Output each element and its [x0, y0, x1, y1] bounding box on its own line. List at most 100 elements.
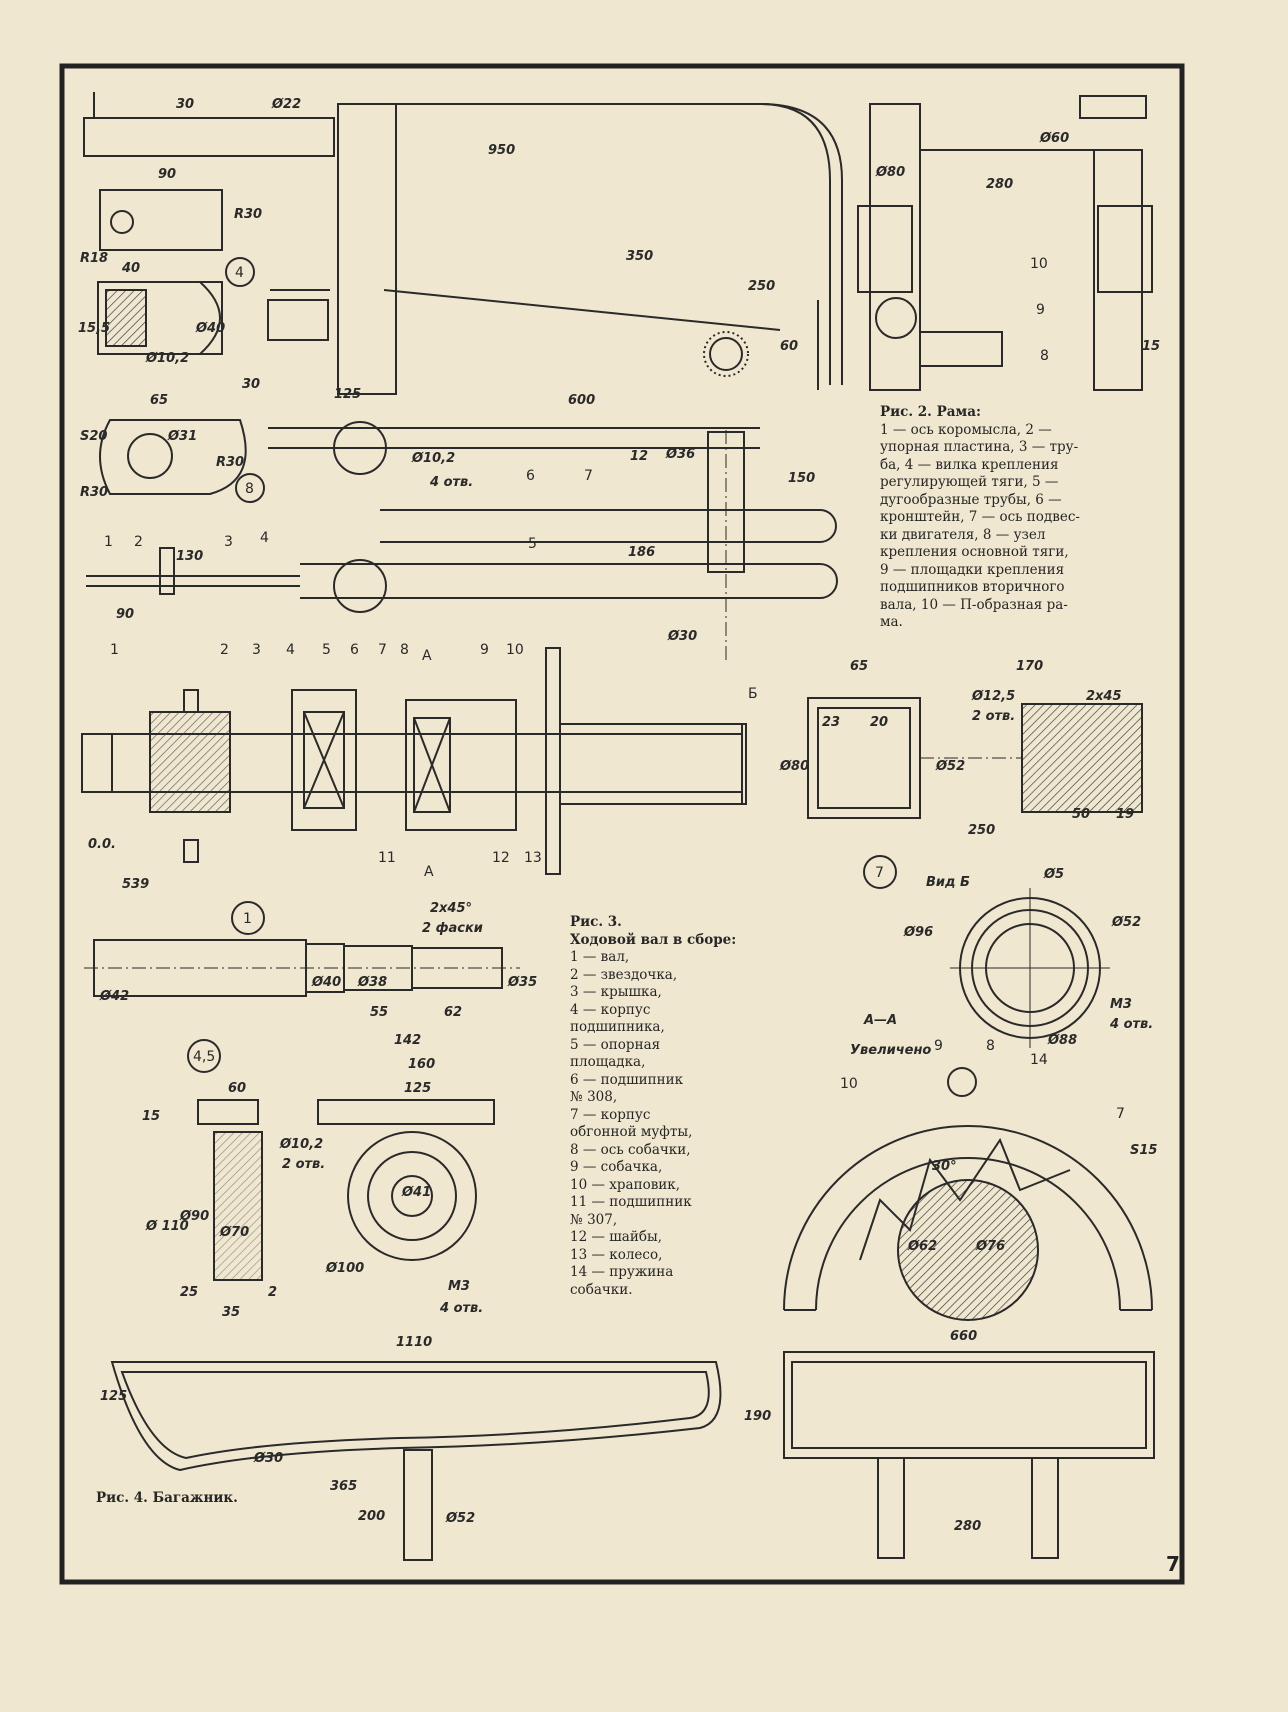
- dim-25: 25: [180, 1285, 198, 1300]
- dim-2-holes: 2 отв.: [972, 709, 1015, 724]
- dim-dia12-5: Ø12,5: [971, 689, 1015, 704]
- frame-side-view: [83, 92, 843, 395]
- fig2-line: ба, 4 — вилка крепления: [880, 456, 1059, 473]
- fig3-line: 10 — храповик,: [570, 1176, 681, 1193]
- dim-62: 62: [444, 1005, 462, 1020]
- dim-19: 19: [1116, 807, 1134, 822]
- dim-170: 170: [1016, 659, 1043, 674]
- dim-15-p45: 15: [142, 1109, 160, 1124]
- dim-280: 280: [986, 177, 1013, 192]
- dim-35: 35: [222, 1305, 240, 1320]
- fig3-caption: Рис. 3. Ходовой вал в сборе: 1 — вал, 2 …: [570, 914, 745, 1299]
- fig2-title: Рис. 2. Рама:: [880, 404, 981, 420]
- detail-marker-7: 7: [875, 865, 884, 881]
- dim-dia96: Ø96: [903, 925, 933, 940]
- dim-40: 40: [121, 261, 140, 276]
- shaft-part-12-label: 12: [492, 850, 510, 866]
- dim-4-holes-vb: 4 отв.: [1109, 1017, 1153, 1032]
- section-part-8: 8: [986, 1038, 995, 1054]
- dim-20: 20: [870, 715, 888, 730]
- shaft-part-7-label: 7: [378, 642, 387, 658]
- dim-60-p45: 60: [228, 1081, 246, 1096]
- fig3-line: 14 — пружина: [570, 1264, 674, 1280]
- view-mark-b: Б: [748, 686, 758, 702]
- dim-s15: S15: [1130, 1143, 1157, 1158]
- part-7-housing: [807, 697, 1143, 819]
- dim-250-p7: 250: [968, 823, 995, 838]
- page-number: 7: [1166, 1552, 1180, 1576]
- frame-part-10: 10: [1030, 256, 1048, 272]
- dim-365: 365: [330, 1479, 357, 1494]
- dim-15: 15: [1142, 339, 1160, 354]
- section-mark-a-bottom: А: [424, 864, 434, 880]
- dim-chamfer: 2x45°: [430, 901, 472, 916]
- dim-30b: 30: [242, 377, 260, 392]
- fig2-line: крепления основной тяги,: [880, 544, 1069, 560]
- section-a-a: [783, 1067, 1153, 1321]
- dim-30: 30: [176, 97, 194, 112]
- fig3-line: 7 — корпус: [570, 1106, 651, 1123]
- fig3-line: 9 — собачка,: [570, 1159, 663, 1175]
- dim-dia5: Ø5: [1043, 867, 1064, 882]
- dim-dia42: Ø42: [99, 989, 129, 1004]
- fig2-caption: Рис. 2. Рама: 1 — ось коромысла, 2 — упо…: [880, 404, 1120, 632]
- fig2-line: вала, 10 — П-образная ра-: [880, 596, 1068, 613]
- frame-plan-view: [86, 421, 838, 660]
- shaft-part-4-label: 4: [286, 642, 295, 658]
- dim-142: 142: [394, 1033, 421, 1048]
- shaft-part-6-label: 6: [350, 642, 359, 658]
- dim-4-holes-p45: 4 отв.: [439, 1301, 483, 1316]
- dim-dia100: Ø100: [325, 1261, 364, 1276]
- dim-dia36: Ø36: [665, 447, 695, 462]
- dim-350: 350: [626, 249, 653, 264]
- dim-1110: 1110: [396, 1335, 432, 1350]
- dim-dia30: Ø30: [667, 629, 697, 644]
- fig2-line: дугообразные трубы, 6 —: [880, 491, 1062, 508]
- dim-150: 150: [788, 471, 815, 486]
- detail-marker-1: 1: [243, 911, 252, 927]
- dim-65: 65: [150, 393, 168, 408]
- dim-dia76: Ø76: [975, 1239, 1005, 1254]
- fig3-line: 5 — опорная: [570, 1036, 661, 1053]
- frame-p-shaped-view: [857, 95, 1153, 391]
- dim-dia10-2: Ø10,2: [145, 351, 189, 366]
- dim-125-rack: 125: [100, 1389, 127, 1404]
- dim-dia30-rack: Ø30: [253, 1451, 283, 1466]
- section-part-7: 7: [1116, 1106, 1125, 1122]
- frame-part-9: 9: [1036, 302, 1045, 318]
- fig3-line: собачки.: [570, 1281, 633, 1298]
- detail-marker-8: 8: [245, 481, 254, 497]
- detail-4-fork: [97, 189, 223, 355]
- fig2-line: ма.: [880, 614, 903, 630]
- part-4-5-housing: [197, 1099, 495, 1281]
- fig3-line: 4 — корпус: [570, 1001, 651, 1018]
- dim-dia80-p7: Ø80: [779, 759, 809, 774]
- frame-part-5: 5: [528, 536, 537, 552]
- fig3-subtitle: Ходовой вал в сборе:: [570, 931, 737, 948]
- dim-dia90-p45: Ø90: [179, 1209, 209, 1224]
- fig3-line: 13 — колесо,: [570, 1246, 663, 1263]
- dim-dia110: Ø 110: [145, 1219, 189, 1234]
- dim-dia10-2b: Ø10,2: [411, 451, 455, 466]
- shaft-part-11-label: 11: [378, 850, 396, 866]
- section-part-14: 14: [1030, 1052, 1048, 1068]
- fig4-caption: Рис. 4. Багажник.: [96, 1490, 238, 1506]
- shaft-part-1-label: 1: [110, 642, 119, 658]
- rack-front-view: [783, 1351, 1155, 1559]
- fig3-line: площадка,: [570, 1054, 646, 1070]
- dim-dia22: Ø22: [271, 97, 301, 112]
- fig3-line: 3 — крышка,: [570, 984, 662, 1000]
- dim-dia31: Ø31: [167, 429, 197, 444]
- dim-r18: R18: [80, 251, 108, 266]
- frame-part-7: 7: [584, 468, 593, 484]
- dim-r30: R30: [234, 207, 262, 222]
- fig2-line: упорная пластина, 3 — тру-: [880, 439, 1079, 455]
- dim-2-holes-p45: 2 отв.: [282, 1157, 325, 1172]
- frame-part-3: 3: [224, 534, 233, 550]
- section-enlarged: Увеличено: [850, 1043, 931, 1058]
- dim-r30b: R30: [216, 455, 244, 470]
- fig3-title: Рис. 3.: [570, 914, 622, 930]
- dim-539: 539: [122, 877, 149, 892]
- dim-950: 950: [488, 143, 515, 158]
- dim-dia62: Ø62: [907, 1239, 937, 1254]
